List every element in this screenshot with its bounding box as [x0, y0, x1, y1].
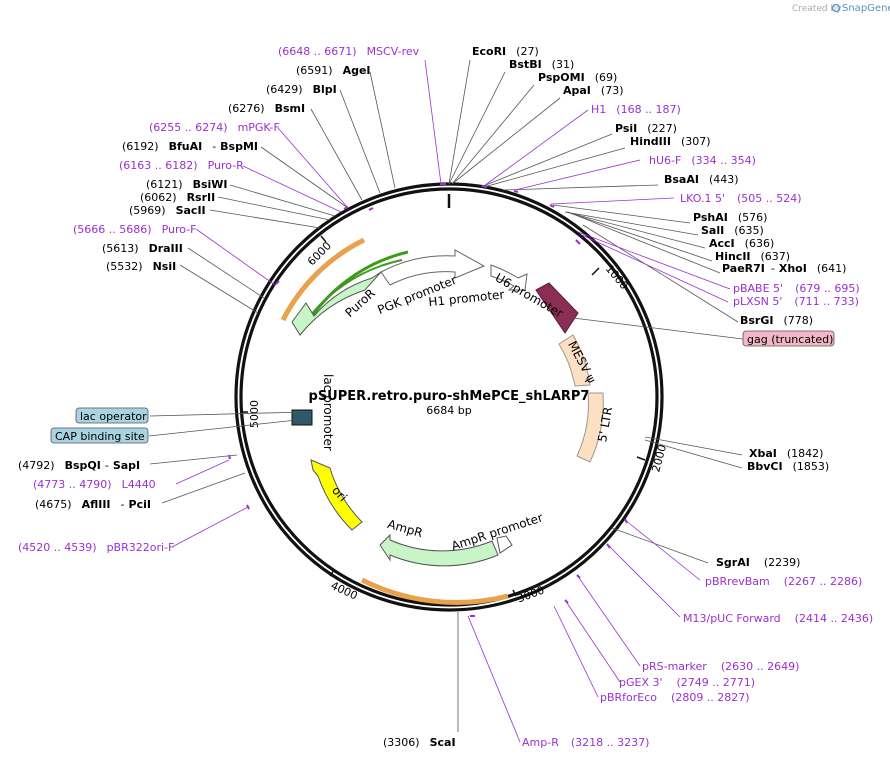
site-psp-omi: PspOMI(69): [538, 71, 617, 84]
primer-l4440: (4773 .. 4790)L4440: [33, 478, 156, 491]
primer-prs-marker: pRS-marker(2630 .. 2649): [642, 660, 799, 673]
site-bsmi: (6276)BsmI: [228, 102, 305, 115]
plasmid-size: 6684 bp: [426, 404, 471, 417]
site-blpi: (6429)BlpI: [266, 83, 337, 96]
site-bfuai-bspmi: (6192)BfuAI-BspMI: [122, 140, 258, 153]
primer-puro-f: (5666 .. 5686)Puro-F: [73, 223, 197, 236]
site-bsiwi: (6121)BsiWI: [146, 178, 228, 191]
site-draiii: (5613)DraIII: [102, 242, 183, 255]
primer-amp-r: Amp-R(3218 .. 3237): [522, 736, 649, 749]
gag-box-label: gag (truncated): [747, 333, 833, 346]
puror-outer-arc: [280, 237, 366, 322]
snapgene-brand: SnapGene: [842, 3, 890, 14]
site-bstbi: BstBI(31): [509, 58, 574, 71]
site-bspqi-sapi: (4792)BspQI-SapI: [18, 459, 140, 472]
primer-mscv-rev: (6648 .. 6671)MSCV-rev: [278, 45, 420, 58]
ampr-promoter-feature: [496, 535, 513, 554]
site-acci: AccI(636): [709, 237, 774, 250]
lac-operator-box-label: lac operator: [80, 410, 147, 423]
gag-feature: [535, 282, 579, 334]
primer-puro-r: (6163 .. 6182)Puro-R: [119, 159, 244, 172]
ampr-feature: [379, 533, 499, 567]
gag-leader: [572, 317, 744, 340]
lac-operator-feature: [291, 409, 313, 426]
cap-site-box: [50, 427, 149, 444]
site-scai: (3306)ScaI: [383, 736, 456, 749]
primer-h1: H1(168 .. 187): [591, 103, 681, 116]
site-paer7i-xhoi: PaeR7I-XhoI(641): [722, 262, 846, 275]
primer-leader-lines: [171, 59, 731, 743]
tick-5000: 5000: [248, 400, 261, 428]
site-pshai: PshAI(576): [693, 211, 767, 224]
ring-ticks: [240, 235, 646, 597]
u6-promoter-feature: [490, 264, 528, 291]
cap-site-box-label: CAP binding site: [55, 430, 145, 443]
primer-pbrforeco: pBRforEco(2809 .. 2827): [600, 691, 750, 704]
pgk-promoter-feature: [380, 249, 486, 286]
site-sgrai: SgrAI(2239): [716, 556, 800, 569]
plasmid-name: pSUPER.retro.puro-shMePCE_shLARP7: [309, 389, 590, 404]
site-bbvci: BbvCI(1853): [747, 460, 829, 473]
site-bsaai: BsaAI(443): [664, 173, 739, 186]
primer-lko1-5: LKO.1 5'(505 .. 524): [680, 192, 802, 205]
ltr-feature: [576, 392, 604, 463]
site-hincii: HincII(637): [715, 250, 790, 263]
site-hindiii: HindIII(307): [630, 135, 711, 148]
site-sali: SalI(635): [701, 224, 764, 237]
primer-hu6-f: hU6-F(334 .. 354): [649, 154, 756, 167]
primer-ring-markers: [228, 183, 628, 617]
mesv-feature: [558, 334, 591, 387]
cap-site-leader: [148, 418, 307, 437]
site-agei: (6591)AgeI: [296, 64, 371, 77]
ampr-label: AmpR: [386, 517, 424, 540]
site-psii: PsiI(227): [615, 122, 677, 135]
tick-3000: 3000: [515, 584, 546, 606]
puror-feature: [291, 271, 382, 336]
created-by-text: Created by: [792, 4, 842, 14]
site-sacii: (5969)SacII: [129, 204, 206, 217]
lac-operator-box: [75, 407, 149, 424]
backbone-inner-ring: [239, 187, 659, 607]
site-apai: ApaI(73): [563, 84, 624, 97]
snapgene-logo-icon: [831, 3, 841, 13]
ltr-label: 5' LTR: [595, 406, 615, 443]
ori-feature: [310, 459, 363, 531]
site-bsrgi: BsrGI(778): [740, 314, 813, 327]
primer-pgex-3: pGEX 3'(2749 .. 2771): [619, 676, 755, 689]
ampr-outer-arc: [360, 577, 509, 605]
site-xbai: XbaI(1842): [749, 447, 823, 460]
site-ecori: EcoRI(27): [472, 45, 539, 58]
lac-promoter-label: lac promoter: [321, 374, 335, 451]
primer-pbr322ori-f: (4520 .. 4539)pBR322ori-F: [18, 541, 174, 554]
primer-plxsn-5: pLXSN 5'(711 .. 733): [733, 295, 859, 308]
primer-mpgk-f: (6255 .. 6274)mPGK-F: [149, 121, 280, 134]
site-rsrii: (6062)RsrII: [140, 191, 215, 204]
primer-m13-puc-forward: M13/pUC Forward(2414 .. 2436): [683, 612, 873, 625]
site-leader-lines: [149, 59, 743, 732]
lac-operator-leader: [149, 411, 307, 417]
primer-pbabe-5: pBABE 5'(679 .. 695): [733, 282, 860, 295]
site-afliii-pcii: (4675)AflIII-PciI: [35, 498, 151, 511]
primer-pbrrevbam: pBRrevBam(2267 .. 2286): [705, 575, 862, 588]
site-nsii: (5532)NsiI: [106, 260, 176, 273]
ampr-promoter-label: AmpR promoter: [450, 510, 545, 553]
gag-box: [742, 330, 835, 347]
